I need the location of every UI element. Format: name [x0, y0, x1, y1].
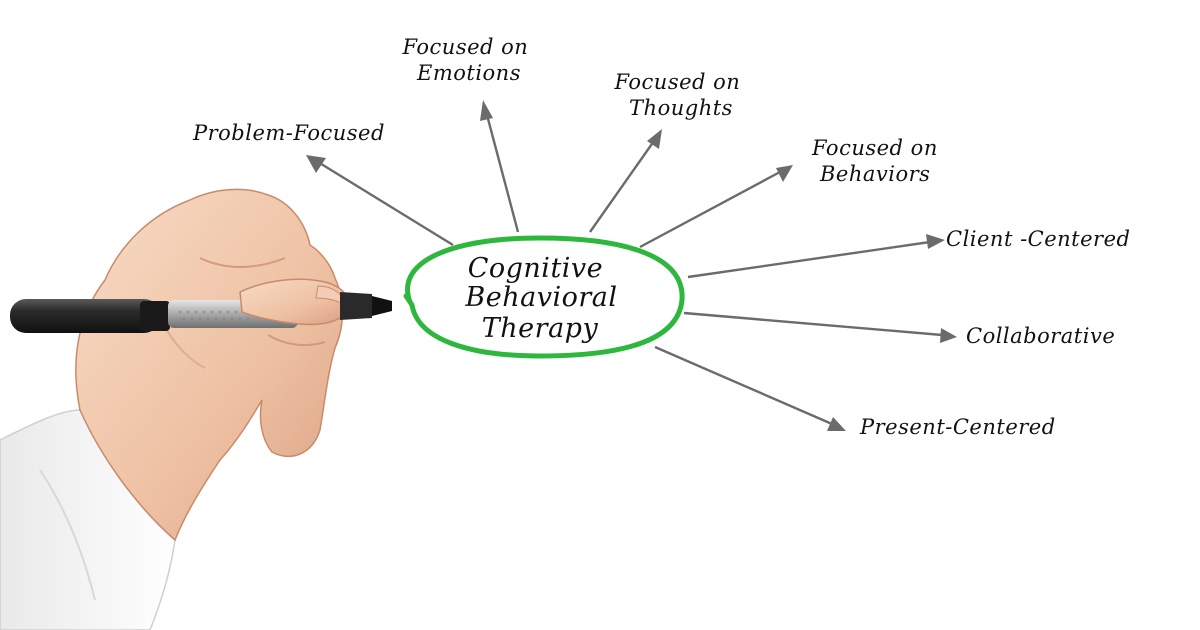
label-thoughts-line-1: Focused on: [613, 70, 740, 94]
arrowhead-client: [926, 234, 945, 249]
label-emotions-line-1: Focused on: [401, 35, 528, 59]
sleeve-fold: [39, 469, 96, 601]
label-client-centered: Client -Centered: [946, 227, 1130, 251]
label-focused-emotions: Focused on Emotions: [401, 35, 535, 85]
center-ring: [403, 235, 685, 359]
arrow-client: [687, 240, 931, 279]
label-problem-focused: Problem-Focused: [192, 121, 385, 145]
marker-cap-band: [140, 301, 170, 331]
label-emotions-line-2: Emotions: [416, 61, 521, 85]
hand-with-marker-illustration: [0, 188, 392, 630]
label-thoughts-line-2: Thoughts: [629, 96, 733, 120]
branch-labels: Problem-Focused Focused on Emotions Focu…: [192, 35, 1130, 439]
arrowhead-emotions: [480, 100, 493, 121]
marker-tip-cone: [340, 292, 372, 320]
arrow-problem: [317, 160, 454, 247]
arrow-thoughts: [589, 140, 655, 233]
label-focused-thoughts: Focused on Thoughts: [613, 70, 747, 120]
marker-tip: [372, 296, 392, 316]
finger-crease-1: [199, 257, 286, 268]
marker-barrel: [10, 299, 160, 333]
arrowhead-behaviors: [776, 165, 793, 182]
label-collaborative: Collaborative: [966, 324, 1115, 348]
center-line-1: Cognitive: [468, 253, 603, 284]
arrowhead-thoughts: [647, 129, 662, 149]
label-behaviors-line-2: Behaviors: [819, 162, 930, 186]
arrowhead-collab: [940, 328, 957, 343]
hand: [75, 188, 344, 542]
arrow-emotions: [485, 114, 520, 233]
label-behaviors-line-1: Focused on: [811, 136, 938, 160]
arrow-behaviors: [639, 170, 781, 249]
arrow-present: [654, 345, 833, 426]
arrowhead-problem: [306, 155, 326, 173]
center-line-3: Therapy: [482, 313, 599, 344]
arrowhead-present: [827, 417, 846, 431]
center-title: Cognitive Behavioral Therapy: [464, 253, 626, 344]
arrow-group: [306, 100, 957, 431]
arrow-collab: [683, 311, 943, 337]
finger-crease-2: [267, 334, 326, 347]
label-present-centered: Present-Centered: [859, 415, 1056, 439]
center-node: Cognitive Behavioral Therapy: [403, 235, 685, 359]
center-line-2: Behavioral: [464, 282, 617, 313]
label-focused-behaviors: Focused on Behaviors: [811, 136, 945, 186]
